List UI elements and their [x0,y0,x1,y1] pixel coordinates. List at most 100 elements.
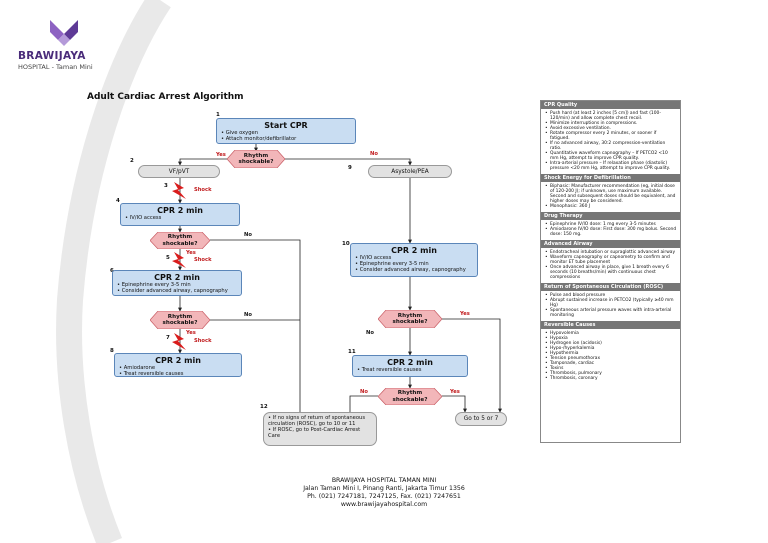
shock-bolt-1 [172,182,186,199]
step-number: 10 [342,241,350,247]
box-title: CPR 2 min [387,358,433,367]
logo-name: BRAWIJAYA [18,50,86,62]
section-item: Avoid excessive ventilation. [545,126,677,131]
shock-label: Shock [194,187,212,193]
no-label: No [244,232,252,238]
section-item: Pulse and blood pressure [545,293,677,298]
decision-text: Rhythm shockable? [392,312,428,326]
box-item: Treat reversible causes [357,367,463,373]
flowchart: 1 2 3 4 5 6 7 8 9 10 11 12 Start CPR Giv… [110,105,540,450]
cpr-box-4: CPR 2 min IV/IO access [120,203,240,226]
asystole-pea-box: Asystole/PEA [368,165,452,178]
shock-bolt-3 [172,333,186,350]
decision-text: Rhythm shockable? [162,234,198,247]
section-item: Tension pneumothorax [545,356,677,361]
section-item: If no advanced airway, 30:2 compression-… [545,141,677,151]
section-item: Amiodarone IV/IO dose: First dose: 300 m… [545,227,677,237]
section-item: Spontaneous arterial pressure waves with… [545,308,677,318]
section-item: Biphasic: Manufacturer recommendation (e… [545,184,677,204]
cpr-box-8: CPR 2 min Amiodarone Treat reversible ca… [114,353,242,377]
rhythm-decision-4: Rhythm shockable? [378,310,442,328]
step-number: 11 [348,349,356,355]
step-number: 6 [110,268,114,274]
rhythm-decision-2: Rhythm shockable? [150,232,210,249]
cpr-box-10: CPR 2 min IV/IO access Epinephrine every… [350,243,478,277]
no-label: No [244,312,252,318]
box-item: Consider advanced airway, capnography [355,267,473,273]
step-number: 1 [216,112,220,118]
box-title: CPR 2 min [154,273,200,282]
box-item: Treat reversible causes [119,371,237,377]
section-item: Intra-arterial pressure – If relaxation … [545,161,677,171]
yes-label: Yes [186,330,196,336]
box-item: If no signs of return of spontaneous cir… [268,415,372,427]
section-heading: Drug Therapy [541,212,680,220]
section-body: Pulse and blood pressure Abrupt sustaine… [541,291,680,321]
section-heading: CPR Quality [541,101,680,109]
flow-connectors [172,144,502,418]
box-item: Amiodarone [119,365,237,371]
section-heading: Return of Spontaneous Circulation (ROSC) [541,283,680,291]
section-item: Quantitative waveform capnography – If P… [545,151,677,161]
hospital-footer: BRAWIJAYA HOSPITAL TAMAN MINI Jalan Tama… [0,477,768,509]
section-item: Push hard (at least 2 inches [5 cm]) and… [545,111,677,121]
box-item: Epinephrine every 3-5 min [117,282,237,288]
section-item: Minimize interruptions in compressions. [545,121,677,126]
section-item: Hypo-/hyperkalemia [545,346,677,351]
yes-label: Yes [186,250,196,256]
box-item: IV/IO access [125,215,235,221]
section-item: Hypothermia [545,351,677,356]
section-item: Thrombosis, coronary [545,376,677,381]
post-cardiac-box: If no signs of return of spontaneous cir… [263,412,377,446]
step-number: 8 [110,348,114,354]
box-title: CPR 2 min [155,356,201,365]
section-item: Tamponade, cardiac [545,361,677,366]
step-number: 7 [166,335,170,341]
box-item: Epinephrine every 3-5 min [355,261,473,267]
logo-subtitle: HOSPITAL - Taman Mini [18,63,93,71]
box-title: Start CPR [264,121,308,130]
logo-mark-icon [50,20,78,46]
footer-website[interactable]: www.brawijayahospital.com [340,501,428,508]
box-item: Attach monitor/defibrillator [221,136,351,142]
hospital-logo: BRAWIJAYA HOSPITAL - Taman Mini [18,18,118,71]
cpr-box-11: CPR 2 min Treat reversible causes [352,355,468,377]
yes-label: Yes [460,311,470,317]
section-item: Waveform capnography or capnometry to co… [545,255,677,265]
decision-text: Rhythm shockable? [162,313,198,327]
step-number: 12 [260,404,268,410]
section-item: Monophasic: 360 J [545,204,677,209]
section-heading: Reversible Causes [541,321,680,329]
footer-line: Ph. (021) 7247181, 7247125, Fax. (021) 7… [307,493,461,500]
section-item: Endotracheal intubation or supraglottic … [545,250,677,255]
box-item: If ROSC, go to Post-Cardiac Arrest Care [268,427,372,439]
cpr-box-6: CPR 2 min Epinephrine every 3-5 min Cons… [112,270,242,296]
no-label: No [370,151,378,157]
reference-panel: CPR Quality Push hard (at least 2 inches… [540,100,681,443]
yes-label: Yes [450,389,460,395]
section-item: Hypoxia [545,336,677,341]
section-item: Toxins [545,366,677,371]
section-item: Once advanced airway in place, give 1 br… [545,265,677,280]
shock-bolt-2 [172,252,186,268]
algorithm-title: Adult Cardiac Arrest Algorithm [87,92,244,102]
step-number: 9 [348,165,352,171]
section-body: Push hard (at least 2 inches [5 cm]) and… [541,109,680,174]
footer-line: BRAWIJAYA HOSPITAL TAMAN MINI [331,477,437,484]
shock-label: Shock [194,257,212,263]
step-number: 5 [166,255,170,261]
yes-label: Yes [216,152,226,158]
section-heading: Shock Energy for Defibrillation [541,174,680,182]
no-label: No [366,330,374,336]
vf-pvt-box: VF/pVT [138,165,220,178]
decision-text: Rhythm shockable? [238,152,274,166]
rhythm-decision-5: Rhythm shockable? [378,388,442,405]
decision-text: Rhythm shockable? [392,390,428,403]
section-item: Hydrogen ion (acidosis) [545,341,677,346]
section-body: Endotracheal intubation or supraglottic … [541,248,680,283]
goto-box: Go to 5 or 7 [455,412,507,426]
section-body: Biphasic: Manufacturer recommendation (e… [541,182,680,212]
shock-label: Shock [194,338,212,344]
footer-line: Jalan Taman Mini I, Pinang Ranti, Jakart… [303,485,465,492]
